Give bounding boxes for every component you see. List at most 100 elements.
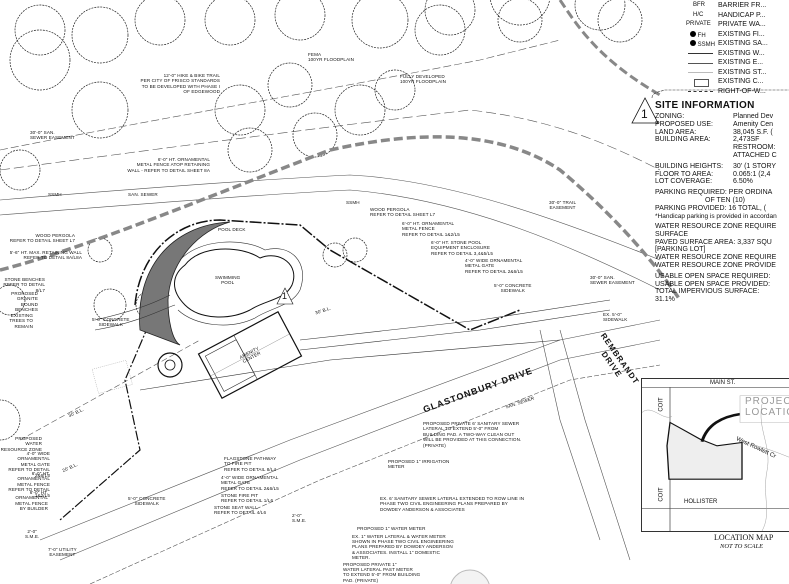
label-ex-sidewalk: EX. 5'-0" SIDEWALK (603, 312, 628, 323)
key (655, 144, 733, 152)
label-stone-benches: STONE BENCHES REFER TO DETAIL 8/L7 (3, 277, 45, 293)
tree-canopy (134, 0, 186, 46)
sidewalk-west (94, 294, 176, 331)
label-sidewalk-west: 5'-0" CONCRETE SIDEWALK (92, 317, 130, 328)
parking-provided: PARKING PROVIDED: 16 TOTAL, ( (655, 204, 767, 212)
location-map-title: LOCATION MAP (714, 533, 774, 542)
main-st-label: MAIN ST. (710, 380, 736, 386)
electric-line-symbol (688, 62, 713, 64)
label-water-meter: PROPOSED 1" WATER METER (357, 526, 426, 531)
engineer-seal (450, 569, 490, 584)
label-san-sewer-easement-left: 30'-0" SAN. SEWER EASEMENT (30, 130, 75, 141)
hollister-label: HOLLISTER (684, 499, 718, 505)
key: LOT COVERAGE: (655, 178, 713, 186)
key: PROPOSED USE: (655, 120, 713, 128)
label-ssmh: SSMH (346, 200, 360, 205)
water-line-symbol (688, 53, 713, 54)
water-resource-zone-required: WATER RESOURCE ZONE REQUIRE (655, 222, 777, 230)
tree-canopy (214, 84, 266, 136)
value: 38,045 S.F. ( (733, 128, 773, 136)
value: RESTROOM: (733, 144, 776, 152)
site-info-row: ATTACHED C (655, 152, 789, 160)
trail-centerline (0, 39, 561, 151)
location-map: PROJECT LOCATION MAIN ST. COIT COIT West… (641, 378, 789, 532)
key: LAND AREA: (655, 128, 697, 136)
manhole-icon: SSMH (690, 40, 715, 49)
value: 6.50% (733, 178, 753, 186)
site-info-row: PROPOSED USE:Amenity Cen (655, 121, 789, 129)
tree-canopy (322, 242, 348, 268)
label-utility-easement: 7'-0" UTILITY EASEMENT (48, 547, 77, 558)
label-wood-pergola-left: WOOD PERGOLA REFER TO DETAIL SHEET L7 (9, 233, 75, 244)
tree-canopy (597, 0, 643, 43)
parking-required-detail: OF TEN (10) (705, 196, 745, 204)
tree-canopy (227, 127, 273, 173)
tree-canopy (93, 288, 127, 322)
site-info-row: LOT COVERAGE: 6.50% (655, 178, 789, 186)
site-info-row: FLOOR TO AREA:0.065:1 (2,4 (655, 171, 789, 179)
value: ATTACHED C (733, 151, 777, 159)
pool-coping (177, 241, 303, 326)
tree-canopy (267, 62, 313, 108)
legend-label: PRIVATE WA... (718, 21, 766, 28)
tree-canopy (87, 237, 113, 263)
project-location-label: PROJECT LOCATION (745, 396, 789, 418)
legend-label: EXISTING SA... (718, 40, 768, 47)
key: BUILDING AREA: (655, 136, 711, 144)
value: 2,473SF (733, 136, 760, 144)
keynote-triangle (631, 97, 659, 124)
site-info-row: RESTROOM: (655, 144, 789, 152)
legend-label: EXISTING FI... (718, 30, 765, 38)
label-trail-easement: 30'-0" TRAIL EASEMENT (549, 200, 577, 211)
label-swimming-pool: SWIMMING POOL (215, 275, 241, 286)
curb-symbol (694, 79, 709, 87)
label-retaining-wall: 5'-6" HT. MAX. RETAINING WALL REFER TO D… (9, 250, 82, 261)
key (655, 152, 733, 160)
fire-pit (157, 352, 183, 378)
legend-symbol: BFR (693, 2, 705, 8)
legend-label: EXISTING ST... (718, 68, 767, 76)
open-space-required: USABLE OPEN SPACE REQUIRED: (655, 272, 771, 280)
floodplain-line-north (558, 0, 661, 97)
label-sidewalk-bottom: 5'-0" CONCRETE SIDEWALK (128, 496, 166, 507)
storm-line-symbol (688, 72, 713, 73)
location-map-drawing (642, 387, 789, 531)
tree-canopy (497, 0, 543, 43)
tree-canopy (71, 81, 129, 139)
value: Planned Dev (733, 113, 774, 120)
label-pool-enclosure: 6'-0" HT. STONE POOL EQUIPMENT ENCLOSURE… (431, 240, 493, 256)
keynote-number: 1 (641, 107, 648, 121)
label-water-resource-zone: PROPOSED WATER RESOURCE ZONE (0, 436, 42, 452)
location-arrow (700, 412, 741, 442)
site-info-row: ZONING: Planned Dev (655, 113, 789, 121)
key: FLOOR TO AREA: (655, 170, 714, 178)
key: BUILDING HEIGHTS: (655, 162, 724, 170)
ornamental-fence (134, 219, 521, 331)
label-water-lateral: PROPOSED PRIVATE 1" WATER LATERAL PAST M… (343, 562, 421, 583)
water-resource-zone-surface: SURFACE (655, 230, 689, 238)
legend-label: BARRIER FR... (718, 2, 767, 9)
label-sme: 2'-0" S.M.E. (25, 529, 40, 540)
subdivision-boundary (666, 421, 743, 480)
keynote-number-pool: 1 (282, 291, 288, 301)
site-info-row: BUILDING AREA: 2,473SF (655, 136, 789, 144)
label-trees-to-remain: EXISTING TREES TO REMAIN (9, 313, 33, 329)
label-fence-left: 6'-0" HT. ORNAMENTAL METAL FENCE REFER T… (8, 471, 50, 498)
label-irrigation-meter: PROPOSED 1" IRRIGATION METER (388, 459, 450, 470)
parking-required: PARKING REQUIRED: PER ORDINA (655, 189, 773, 197)
legend-symbol: SSMH (697, 42, 716, 48)
tree-canopy (574, 0, 626, 31)
legend-symbol: PRIVATE (686, 21, 711, 27)
legend-label: EXISTING W... (718, 49, 765, 57)
impervious-surface-value: 31.1% (655, 296, 675, 304)
tree-canopy (0, 149, 41, 191)
key: ZONING: (655, 113, 685, 120)
tree-canopy (14, 4, 66, 56)
tree-canopy (342, 237, 368, 263)
revision-cloud (651, 89, 789, 99)
tree-canopy (0, 399, 21, 441)
existing-trees (0, 0, 643, 441)
tree-canopy (334, 84, 386, 136)
label-ex-water-lateral: EX. 1" WATER LATERAL & WATER METER SHOWN… (352, 534, 454, 560)
